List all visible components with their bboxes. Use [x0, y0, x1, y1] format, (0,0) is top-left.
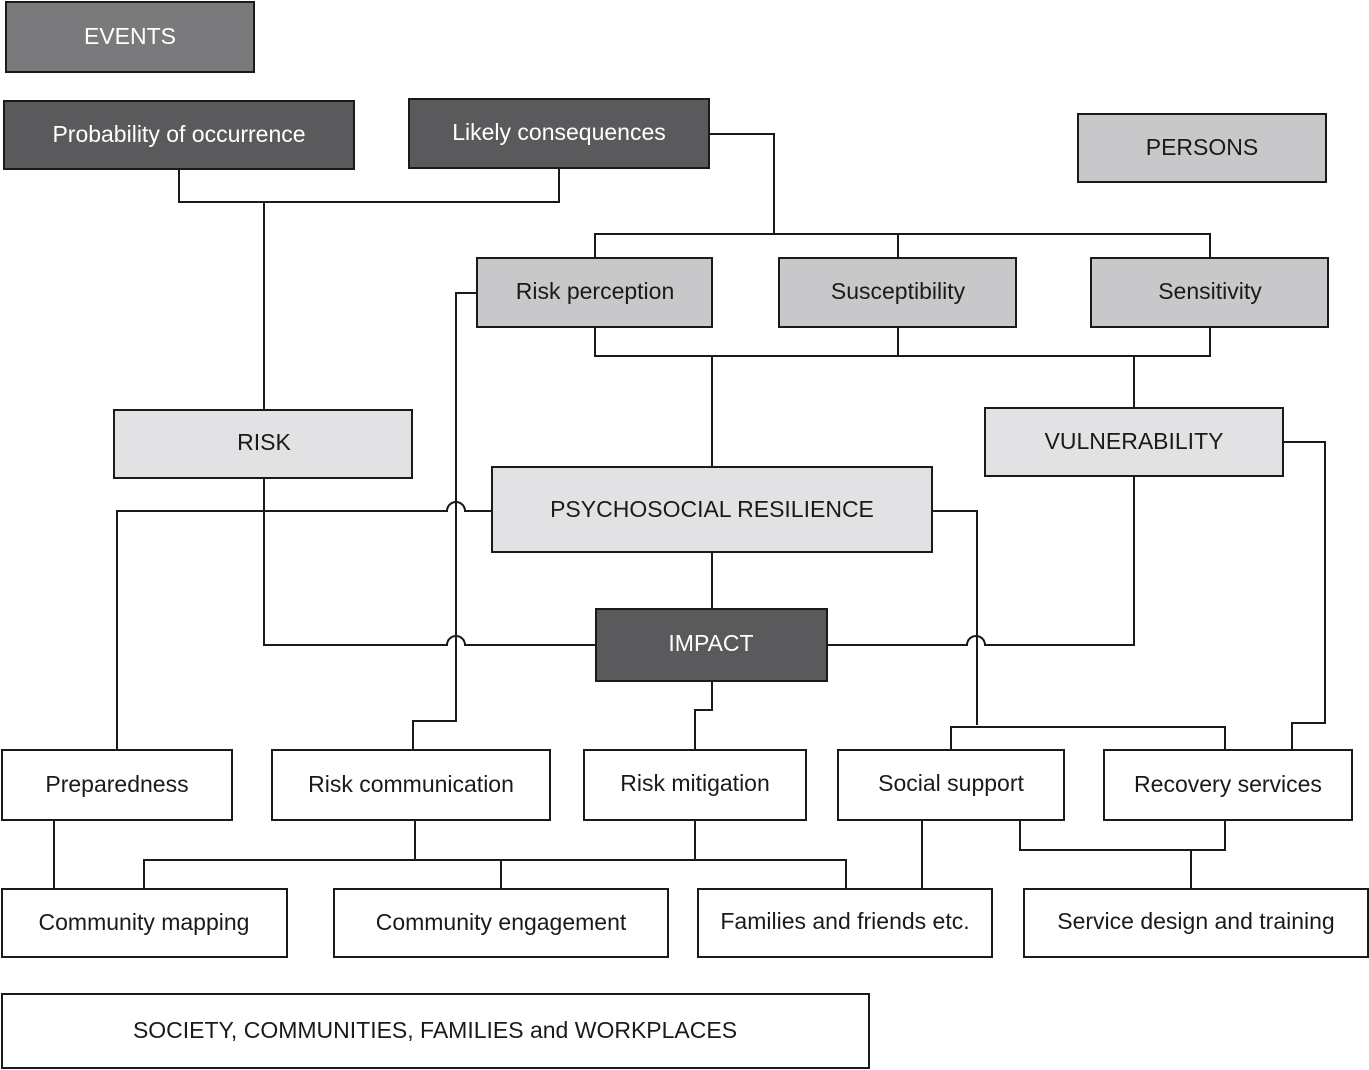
node-families-label: Families and friends etc.	[720, 908, 969, 934]
node-events-box	[5, 1, 255, 73]
node-likely-consequences: Likely consequences	[408, 98, 710, 169]
node-events: EVENTS	[5, 1, 255, 73]
node-service-design-label: Service design and training	[1057, 908, 1334, 934]
node-probability-label: Probability of occurrence	[52, 121, 305, 147]
node-risk-perception-label: Risk perception	[516, 278, 675, 304]
node-community-engagement: Community engagement	[333, 888, 669, 958]
node-risk-mitigation-label: Risk mitigation	[620, 770, 770, 796]
node-consequences-box	[408, 98, 710, 169]
node-social-support-box	[837, 749, 1065, 821]
node-susceptibility: Susceptibility	[778, 257, 1017, 328]
node-recovery-services-box	[1103, 749, 1353, 821]
node-risk-communication-box	[271, 749, 551, 821]
node-community-engagement-box	[333, 888, 669, 958]
connector-probability-risk	[178, 168, 560, 410]
node-risk-mitigation: Risk mitigation	[583, 749, 807, 821]
node-preparedness-box	[1, 749, 233, 821]
node-susceptibility-box	[778, 257, 1017, 328]
node-resilience-label: PSYCHOSOCIAL RESILIENCE	[550, 496, 874, 522]
node-community-engagement-label: Community engagement	[376, 909, 627, 935]
node-persons-label: PERSONS	[1146, 134, 1258, 160]
node-families-and-friends: Families and friends etc.	[697, 888, 993, 958]
connector-impact-mitigation	[694, 681, 713, 750]
node-service-design-and-training: Service design and training	[1023, 888, 1369, 958]
node-sensitivity-label: Sensitivity	[1158, 278, 1262, 304]
node-risk-perception: Risk perception	[476, 257, 713, 328]
node-service-design-box	[1023, 888, 1369, 958]
node-recovery-services: Recovery services	[1103, 749, 1353, 821]
node-society: SOCIETY, COMMUNITIES, FAMILIES and WORKP…	[1, 993, 870, 1069]
node-vulnerability-label: VULNERABILITY	[1045, 428, 1224, 454]
node-susceptibility-label: Susceptibility	[831, 278, 966, 304]
node-preparedness: Preparedness	[1, 749, 233, 821]
connector-consequences-attributes	[594, 133, 1211, 258]
node-sensitivity: Sensitivity	[1090, 257, 1329, 328]
connector-perception-communication	[412, 292, 477, 750]
node-events-label: EVENTS	[84, 23, 176, 49]
node-society-box	[1, 993, 870, 1069]
connector-risk-impact	[263, 478, 596, 646]
node-vulnerability-box	[984, 407, 1284, 477]
node-consequences-label: Likely consequences	[452, 119, 666, 145]
node-community-mapping: Community mapping	[1, 888, 288, 958]
node-community-mapping-label: Community mapping	[39, 909, 250, 935]
node-risk-communication-label: Risk communication	[308, 771, 514, 797]
connector-resilience-support	[932, 510, 1226, 750]
node-risk-label: RISK	[237, 429, 291, 455]
node-impact: IMPACT	[595, 608, 828, 682]
node-community-mapping-box	[1, 888, 288, 958]
node-social-support-label: Social support	[878, 770, 1024, 796]
node-sensitivity-box	[1090, 257, 1329, 328]
node-risk: RISK	[113, 409, 413, 479]
node-risk-mitigation-box	[583, 749, 807, 821]
node-recovery-services-label: Recovery services	[1134, 771, 1322, 797]
node-families-box	[697, 888, 993, 958]
node-persons-box	[1077, 113, 1327, 183]
node-persons: PERSONS	[1077, 113, 1327, 183]
node-preparedness-label: Preparedness	[45, 771, 188, 797]
node-society-label: SOCIETY, COMMUNITIES, FAMILIES and WORKP…	[133, 1017, 737, 1043]
connector-attributes-bus	[594, 327, 1211, 467]
node-impact-box	[595, 608, 828, 682]
connector-recovery-service	[1019, 820, 1226, 889]
node-vulnerability: VULNERABILITY	[984, 407, 1284, 477]
connector-resilience-preparedness	[116, 501, 492, 750]
node-risk-communication: Risk communication	[271, 749, 551, 821]
node-risk-box	[113, 409, 413, 479]
node-psychosocial-resilience: PSYCHOSOCIAL RESILIENCE	[491, 466, 933, 553]
connectors	[53, 133, 1326, 889]
node-probability-box	[3, 100, 355, 170]
connector-communication-community	[143, 820, 847, 889]
node-social-support: Social support	[837, 749, 1065, 821]
node-impact-label: IMPACT	[668, 630, 753, 656]
node-resilience-box	[491, 466, 933, 553]
node-risk-perception-box	[476, 257, 713, 328]
connector-vulnerability-recovery	[1283, 441, 1326, 750]
node-probability-of-occurrence: Probability of occurrence	[3, 100, 355, 170]
